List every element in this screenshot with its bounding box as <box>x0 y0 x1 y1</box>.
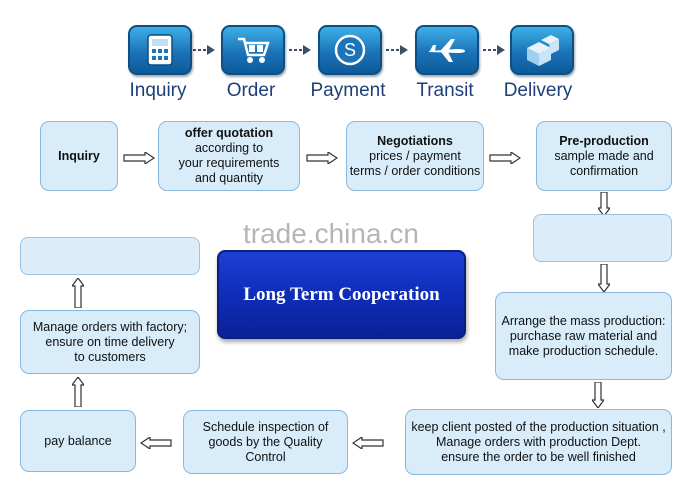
mass-production-line: Arrange the mass production: <box>501 313 666 328</box>
long-term-cooperation-label: Long Term Cooperation <box>243 283 440 305</box>
flow-arrow-down <box>598 192 610 216</box>
pre-production-line: confirmation <box>569 163 639 178</box>
flow-arrow-right <box>489 152 521 164</box>
step-label-transit: Transit <box>416 80 474 101</box>
pay-balance-box: pay balance <box>20 410 136 472</box>
faded-step-box <box>20 237 200 275</box>
airplane-icon <box>415 25 479 75</box>
svg-text:S: S <box>344 40 356 60</box>
quality-inspection-line: goods by the Quality <box>208 434 323 449</box>
step-arrow <box>386 42 408 60</box>
factory-orders-line: ensure on time delivery <box>45 334 175 349</box>
production-status-line: keep client posted of the production sit… <box>411 419 666 434</box>
flow-arrow-up <box>72 377 84 407</box>
production-status-line: ensure the order to be well finished <box>441 449 636 464</box>
step-label-delivery: Delivery <box>503 80 573 101</box>
negotiations-line: terms / order conditions <box>349 163 481 178</box>
faded-step-box <box>533 214 672 262</box>
step-label-payment: Payment <box>310 80 386 101</box>
factory-orders-box: Manage orders with factory; ensure on ti… <box>20 310 200 374</box>
mass-production-line: purchase raw material and <box>509 328 658 343</box>
dollar-coin-icon: S <box>318 25 382 75</box>
offer-quotation-title: offer quotation <box>184 126 274 140</box>
flow-arrow-left <box>140 437 172 449</box>
negotiations-box: Negotiations prices / payment terms / or… <box>346 121 484 191</box>
watermark: trade.china.cn <box>243 218 419 249</box>
inquiry-box: Inquiry <box>40 121 118 191</box>
quality-inspection-box: Schedule inspection of goods by the Qual… <box>183 410 348 474</box>
step-arrow <box>289 42 311 60</box>
calculator-icon <box>128 25 192 75</box>
flow-arrow-left <box>352 437 384 449</box>
pre-production-line: sample made and <box>554 148 654 163</box>
quality-inspection-line: Control <box>245 449 286 464</box>
long-term-cooperation-panel: Long Term Cooperation <box>217 250 466 339</box>
offer-quotation-line: and quantity <box>194 171 264 185</box>
step-arrow <box>193 42 215 60</box>
flow-arrow-down <box>592 382 604 408</box>
boxes-icon <box>510 25 574 75</box>
production-status-box: keep client posted of the production sit… <box>405 409 672 475</box>
flow-arrow-right <box>306 152 338 164</box>
pre-production-title: Pre-production <box>559 133 649 148</box>
step-arrow <box>483 42 505 60</box>
inquiry-box-title: Inquiry <box>58 148 100 163</box>
offer-quotation-line: according to <box>194 141 264 155</box>
pre-production-box: Pre-production sample made and confirmat… <box>536 121 672 191</box>
flow-arrow-down <box>598 264 610 292</box>
factory-orders-line: Manage orders with factory; <box>32 319 188 334</box>
negotiations-line: prices / payment <box>369 148 461 163</box>
pay-balance-label: pay balance <box>44 433 112 448</box>
mass-production-box: Arrange the mass production: purchase ra… <box>495 292 672 380</box>
mass-production-line: make production schedule. <box>508 343 659 358</box>
offer-quotation-line: your requirements <box>178 156 280 170</box>
step-label-order: Order <box>226 80 276 101</box>
step-label-inquiry: Inquiry <box>129 80 187 101</box>
negotiations-title: Negotiations <box>377 133 453 148</box>
flow-arrow-up <box>72 278 84 308</box>
factory-orders-line: to customers <box>74 349 146 364</box>
production-status-line: Manage orders with production Dept. <box>436 434 641 449</box>
offer-quotation-box: offer quotation according to your requir… <box>158 121 300 191</box>
quality-inspection-line: Schedule inspection of <box>202 419 329 434</box>
shopping-cart-icon <box>221 25 285 75</box>
flow-arrow-right <box>123 152 155 164</box>
